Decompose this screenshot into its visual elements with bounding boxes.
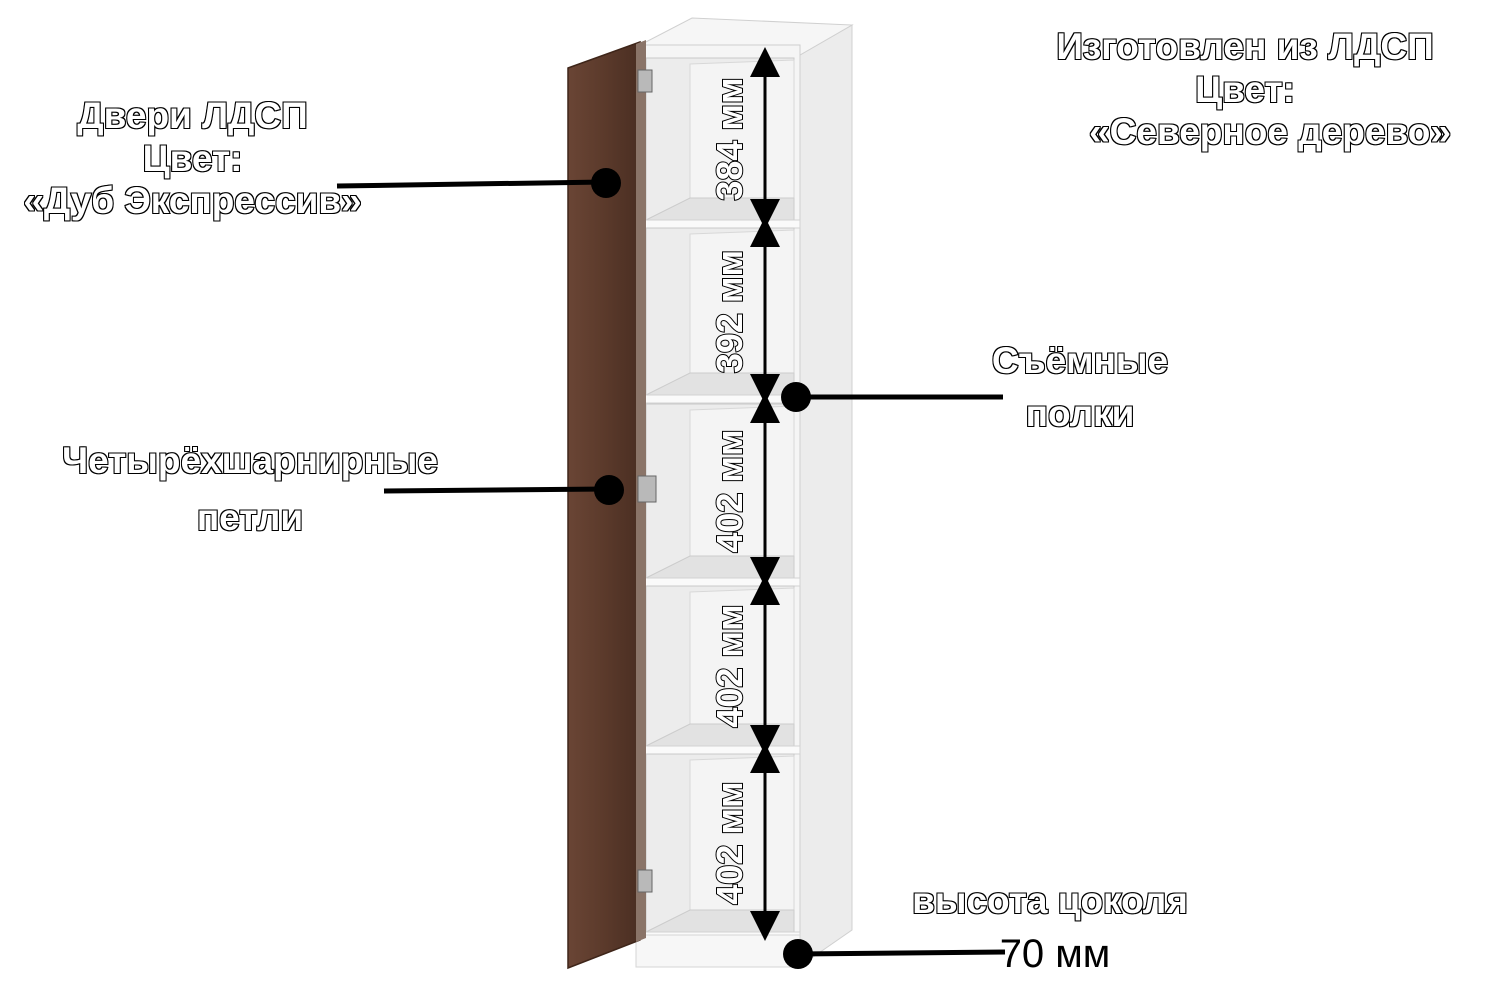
- label-plinth: высота цоколя 70 мм: [880, 879, 1220, 977]
- hinge-top: [637, 69, 653, 93]
- label-plinth-line2: 70 мм: [999, 931, 1111, 976]
- label-hinges: Четырёхшарнирные петли: [30, 439, 470, 539]
- label-material-line3: «Северное дерево»: [1088, 110, 1452, 153]
- leader-dot-shelves: [781, 382, 811, 412]
- label-plinth-line1: высота цоколя: [911, 879, 1189, 922]
- shelf-edge-3: [639, 577, 801, 587]
- label-material: Изготовлен из ЛДСП Цвет: «Северное дерев…: [1030, 25, 1460, 154]
- dimension-label-2: 392 мм: [709, 250, 750, 373]
- dimension-group: 384 мм 392 мм 402 мм 402 мм 402 мм: [708, 47, 780, 941]
- label-hinges-line2: петли: [196, 496, 304, 539]
- plinth: [635, 934, 801, 968]
- dimension-label-4: 402 мм: [709, 604, 750, 727]
- label-material-line2: Цвет:: [1194, 68, 1296, 111]
- dimension-label-5: 402 мм: [709, 781, 750, 904]
- hinge-bottom: [637, 869, 653, 893]
- shelf-edge-2: [639, 394, 801, 404]
- leader-line-plinth: [796, 949, 1006, 957]
- label-hinges-line1: Четырёхшарнирные: [61, 439, 439, 482]
- leader-line-doors: [336, 179, 606, 189]
- shelf-edge-1: [639, 219, 801, 229]
- label-material-line1: Изготовлен из ЛДСП: [1055, 25, 1434, 68]
- label-shelves-line2: полки: [1025, 392, 1136, 435]
- label-shelves: Съёмные полки: [970, 339, 1190, 435]
- leader-dot-doors: [591, 168, 621, 198]
- leader-line-hinges: [383, 486, 609, 494]
- label-doors-line1: Двери ЛДСП: [76, 94, 308, 137]
- leader-dot-hinges: [594, 475, 624, 505]
- label-doors-line3: «Дуб Экспрессив»: [22, 179, 362, 222]
- dimension-label-3: 402 мм: [709, 429, 750, 552]
- shelf-edge-4: [639, 745, 801, 755]
- leader-dot-plinth: [783, 939, 813, 969]
- label-shelves-line1: Съёмные: [991, 339, 1169, 382]
- carcass-side-panel: [799, 24, 853, 967]
- label-doors: Двери ЛДСП Цвет: «Дуб Экспрессив»: [0, 94, 385, 223]
- dimension-label-1: 384 мм: [709, 77, 750, 200]
- label-doors-line2: Цвет:: [142, 137, 244, 180]
- hinge-middle: [637, 475, 657, 503]
